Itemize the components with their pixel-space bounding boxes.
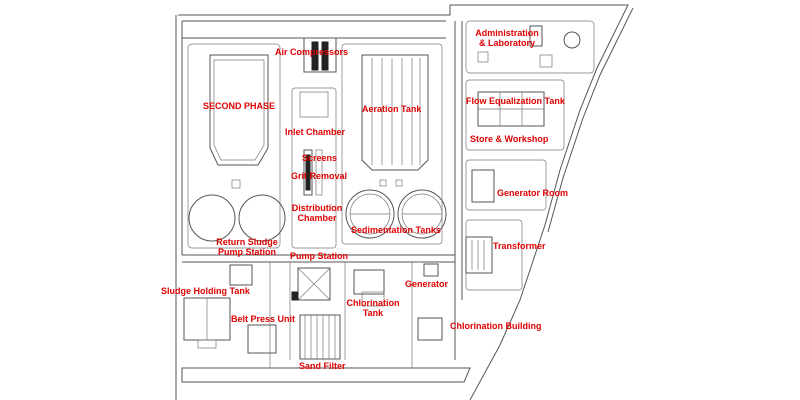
south-road: [181, 367, 471, 383]
label-pump-station: Pump Station: [290, 251, 348, 261]
site-boundary-inner: [182, 7, 634, 233]
label-sedimentation-tanks: Sedimentation Tanks: [351, 225, 441, 235]
label-store-workshop: Store & Workshop: [470, 134, 549, 144]
administration-block: [465, 20, 595, 74]
transformer-block: [465, 219, 523, 291]
second-phase-block: [187, 43, 286, 249]
label-grit-removal: Grit Removal: [291, 171, 348, 181]
belt-press-unit: [247, 324, 277, 354]
label-screens: Screens: [302, 153, 338, 163]
sand-filter: [299, 314, 341, 360]
label-belt-press-unit: Belt Press Unit: [231, 314, 296, 324]
lower-road-loop: [269, 262, 413, 368]
label-second-phase: SECOND PHASE: [203, 101, 276, 111]
label-generator: Generator: [405, 279, 449, 289]
road-east-column: [454, 21, 463, 360]
label-sludge-holding-tank: Sludge Holding Tank: [161, 286, 250, 296]
west-road: [175, 15, 183, 400]
generator-room-block: [465, 159, 547, 211]
sedimentation-tanks: [345, 189, 447, 239]
sludge-holding-tank: [183, 297, 231, 349]
site-boundary: [178, 4, 629, 400]
chlorination-building: [417, 317, 443, 341]
label-flow-equalization-tank: Flow Equalization Tank: [466, 96, 565, 106]
chlorination-tank: [353, 269, 385, 307]
label-aeration-tank: Aeration Tank: [362, 104, 422, 114]
generator: [423, 263, 439, 277]
inlet-column: [291, 87, 337, 249]
label-air-compressors: Air Compressors: [275, 47, 349, 57]
label-inlet-chamber: Inlet Chamber: [285, 127, 346, 137]
label-generator-room: Generator Room: [497, 188, 569, 198]
flow-equalization-block: [465, 79, 565, 151]
air-compressors-building: [303, 37, 337, 73]
label-administration: Administration& Laboratory: [475, 28, 539, 48]
aeration-tank: [341, 43, 443, 245]
label-transformer: Transformer: [493, 241, 546, 251]
return-sludge-pump-station: [229, 264, 253, 286]
pump-station: [291, 267, 331, 301]
label-sand-filter: Sand Filter: [299, 361, 346, 371]
label-chlorination-building: Chlorination Building: [450, 321, 542, 331]
road-horizontal-middle: [182, 254, 455, 263]
